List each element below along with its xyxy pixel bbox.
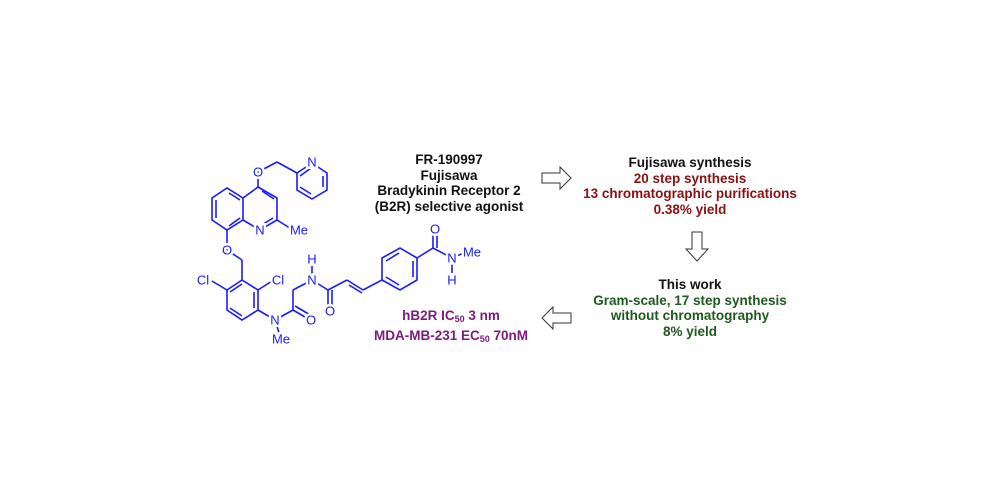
potency-ec50: MDA-MB-231 EC50 70nM [373,327,529,344]
compound-name: FR-190997 [415,152,483,167]
benzene-ring [381,247,418,291]
atom-label: Me [272,332,290,347]
atom-label: O [430,222,440,237]
atom-label: N [307,273,316,288]
atom-label: O [325,304,335,319]
this-work-purifications: without chromatography [610,308,770,323]
this-work-info: This work Gram-scale, 17 step synthesis … [593,277,787,339]
atom-label: Cl [197,273,209,288]
atom-label: Cl [272,273,284,288]
atom-label: Me [290,223,308,238]
this-work-yield: 8% yield [662,323,718,339]
this-work-title: This work [658,277,722,292]
this-work-steps: Gram-scale, 17 step synthesis [593,292,787,308]
atom-label: N [255,223,264,238]
atom-label: H [307,252,316,267]
arrow-left-icon [541,305,572,331]
fujisawa-purifications: 13 chromatographic purifications [583,186,797,201]
arrow-down-icon [684,231,710,262]
bonds [211,161,467,337]
atom-label: N [270,313,279,328]
atom-label: H [447,273,456,288]
compound-activity: (B2R) selective agonist [374,198,524,214]
fujisawa-title: Fujisawa synthesis [628,155,752,170]
compound-info: FR-190997 Fujisawa Bradykinin Receptor 2… [375,152,524,214]
potency-info: hB2R IC50 3 nm MDA-MB-231 EC50 70nM [374,308,528,347]
atom-label: O [253,165,263,180]
atom-labels: N O N Me O Cl Cl N Me O N H O O N H Me [194,152,483,349]
arrow-right-icon [541,165,572,191]
atom-label: Me [463,245,481,260]
fujisawa-synthesis-info: Fujisawa synthesis 20 step synthesis 13 … [583,155,797,217]
quinoline-benzo-ring [211,187,244,231]
fujisawa-steps: 20 step synthesis [633,170,747,186]
atom-label: O [306,313,316,328]
fujisawa-yield: 0.38% yield [653,201,727,217]
compound-origin: Fujisawa [420,167,478,183]
atom-label: O [222,243,232,258]
atom-label: N [307,155,316,170]
compound-target: Bradykinin Receptor 2 [377,183,521,198]
atom-label: N [447,251,456,266]
potency-ic50: hB2R IC50 3 nm [402,308,500,324]
